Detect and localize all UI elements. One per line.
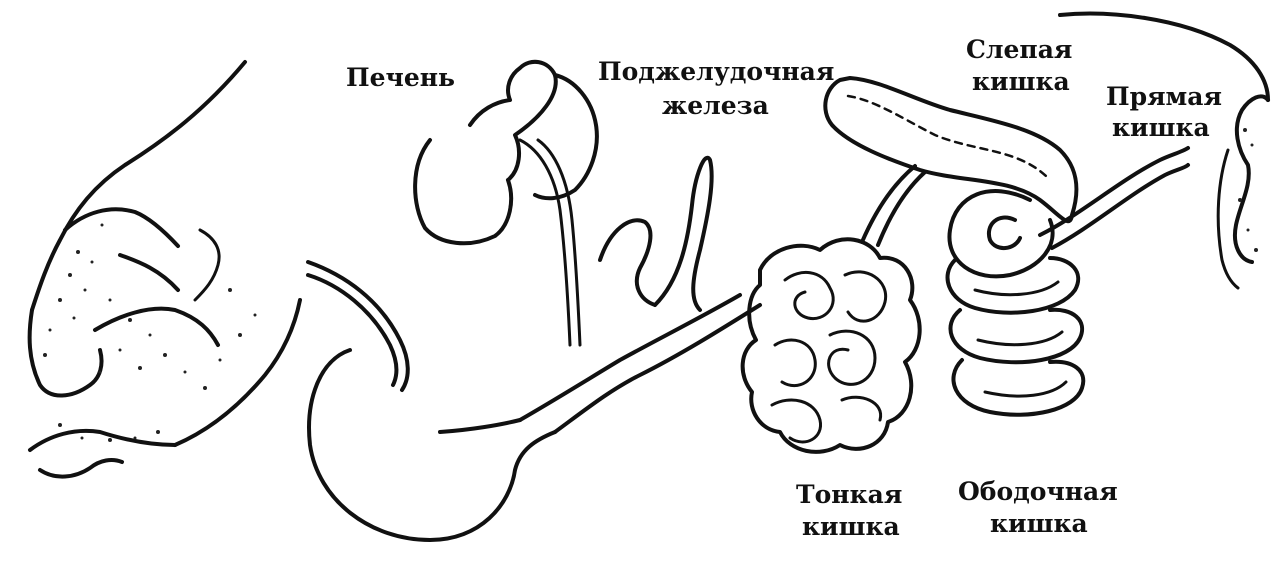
- stomach-drawing: [308, 262, 555, 540]
- label-cecum-line1: Слепая: [966, 35, 1072, 64]
- bile-duct: [520, 140, 580, 345]
- colon-spiral-outer: [949, 191, 1052, 276]
- pig-head-drawing: [30, 62, 300, 477]
- small-intestine-outline: [743, 239, 920, 452]
- rear-leg-outline: [1218, 150, 1238, 288]
- colon-coil-inner-lines: [975, 282, 1066, 396]
- label-liver: Печень: [346, 63, 455, 92]
- head-outline-top: [32, 62, 245, 310]
- label-pancreas-line1: Поджелудочная: [598, 57, 834, 86]
- stomach-outline: [309, 350, 555, 540]
- pancreas-drawing: [600, 158, 712, 310]
- liver-drawing: [415, 62, 597, 345]
- small-intestine-loop-3: [829, 331, 875, 384]
- label-rectum-line1: Прямая: [1106, 82, 1222, 111]
- colon-coil-2: [950, 310, 1082, 362]
- colon-spiral-inner: [989, 218, 1020, 248]
- neck-outline: [175, 300, 300, 445]
- tail-outline: [1235, 96, 1268, 262]
- liver-lobe-small: [535, 75, 597, 198]
- cecum-drawing: [825, 78, 1076, 221]
- colon-drawing: [948, 148, 1188, 415]
- label-colon-line1: Ободочная: [958, 477, 1118, 506]
- ileum-to-cecum: [862, 166, 925, 245]
- jaw-outline: [30, 309, 218, 450]
- ear-outline: [65, 209, 178, 290]
- small-intestine-loop-1: [785, 272, 833, 318]
- snout-outline: [30, 310, 102, 396]
- stomach-inner-curve: [440, 420, 520, 432]
- labels: Печень Поджелудочная железа Слепая кишка…: [346, 35, 1222, 541]
- label-small-intestine-line1: Тонкая: [796, 480, 902, 509]
- small-intestine-loop-4: [772, 397, 881, 442]
- liver-lobe-left: [415, 140, 511, 243]
- duodenum-upper: [555, 305, 760, 432]
- label-cecum-line2: кишка: [972, 67, 1070, 96]
- skin-texture-dots: [43, 224, 257, 443]
- ear-flap: [195, 230, 219, 300]
- pancreas-lobe: [600, 220, 655, 305]
- small-intestine-drawing: [743, 166, 925, 452]
- rectum-tube: [1040, 148, 1188, 248]
- pancreas-finger: [655, 158, 712, 310]
- mouth-outline: [40, 460, 122, 477]
- label-pancreas-line2: железа: [662, 91, 769, 120]
- label-rectum-line2: кишка: [1112, 113, 1210, 142]
- label-small-intestine-line2: кишка: [802, 512, 900, 541]
- label-colon-line2: кишка: [990, 509, 1088, 538]
- colon-coil-3: [953, 360, 1083, 415]
- rear-outline-drawing: [1060, 14, 1268, 288]
- duodenum-lower: [520, 295, 740, 420]
- intestine-tube: [520, 295, 760, 432]
